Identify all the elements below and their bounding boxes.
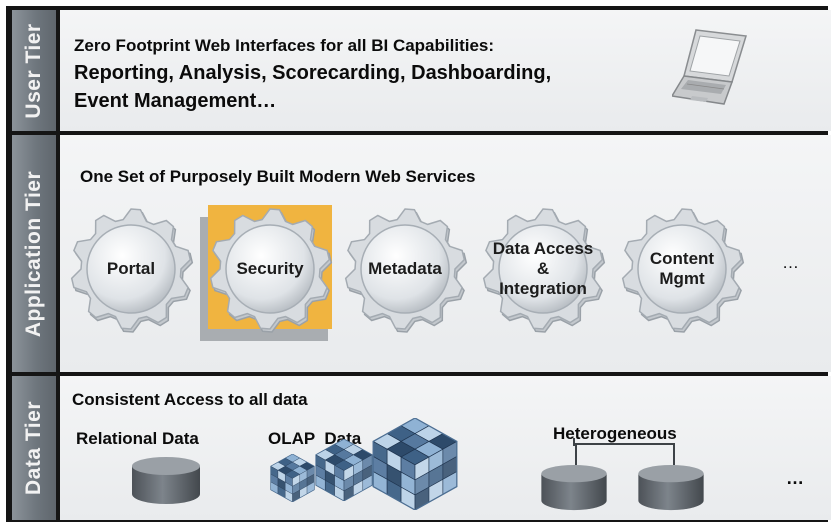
- service-label-data-access: Data Access & Integration: [492, 239, 594, 298]
- services-more: …: [782, 253, 799, 272]
- architecture-frame: User Tier Zero Footprint Web Interfaces …: [6, 6, 831, 522]
- service-label-content-mgmt: Content Mgmt: [649, 249, 715, 288]
- application-tier-label-text: Application Tier: [22, 170, 45, 337]
- service-gear-metadata: Metadata: [340, 204, 470, 334]
- service-label-portal: Portal: [106, 259, 156, 278]
- service-gear-content-mgmt: Content Mgmt: [617, 204, 747, 334]
- data-tier-label: Data Tier: [12, 376, 56, 520]
- user-tier-label-text: User Tier: [22, 22, 45, 119]
- user-tier-label: User Tier: [12, 10, 56, 131]
- data-tier-heading: Consistent Access to all data: [72, 390, 308, 409]
- service-gear-portal: Portal: [66, 204, 196, 334]
- olap-cube-icon: [315, 439, 373, 501]
- user-tier-line1: Zero Footprint Web Interfaces for all BI…: [74, 36, 495, 55]
- data-tier-label-text: Data Tier: [22, 401, 45, 495]
- database-icon: [132, 457, 200, 504]
- data-tier-panel: Consistent Access to all data Relational…: [60, 376, 831, 520]
- heterogeneous-connector: [573, 438, 675, 465]
- gear-icon: [209, 208, 333, 333]
- service-label-metadata: Metadata: [368, 259, 442, 278]
- heterogeneous-label: Heterogeneous: [553, 424, 677, 443]
- gear-icon: [482, 208, 606, 333]
- data-sources-more: …: [786, 468, 804, 488]
- relational-data-label: Relational Data: [76, 429, 199, 448]
- olap-cube-icon: [270, 454, 315, 502]
- gear-icon: [621, 208, 745, 333]
- application-tier-label: Application Tier: [12, 135, 56, 372]
- service-gear-data-access: Data Access & Integration: [478, 204, 608, 334]
- service-label-security: Security: [236, 259, 304, 278]
- laptop-icon: [672, 29, 747, 105]
- database-icon: [541, 464, 607, 511]
- application-tier-panel: One Set of Purposely Built Modern Web Se…: [60, 135, 831, 372]
- olap-cube-icon: [372, 418, 458, 510]
- database-icon: [638, 464, 704, 511]
- service-gear-security: Security: [205, 204, 335, 334]
- gear-icon: [344, 208, 468, 333]
- application-tier-heading: One Set of Purposely Built Modern Web Se…: [80, 167, 476, 186]
- user-tier-line3: Event Management…: [74, 90, 277, 112]
- user-tier-panel: Zero Footprint Web Interfaces for all BI…: [60, 10, 831, 131]
- user-tier-line2: Reporting, Analysis, Scorecarding, Dashb…: [74, 62, 552, 84]
- gear-icon: [70, 208, 194, 333]
